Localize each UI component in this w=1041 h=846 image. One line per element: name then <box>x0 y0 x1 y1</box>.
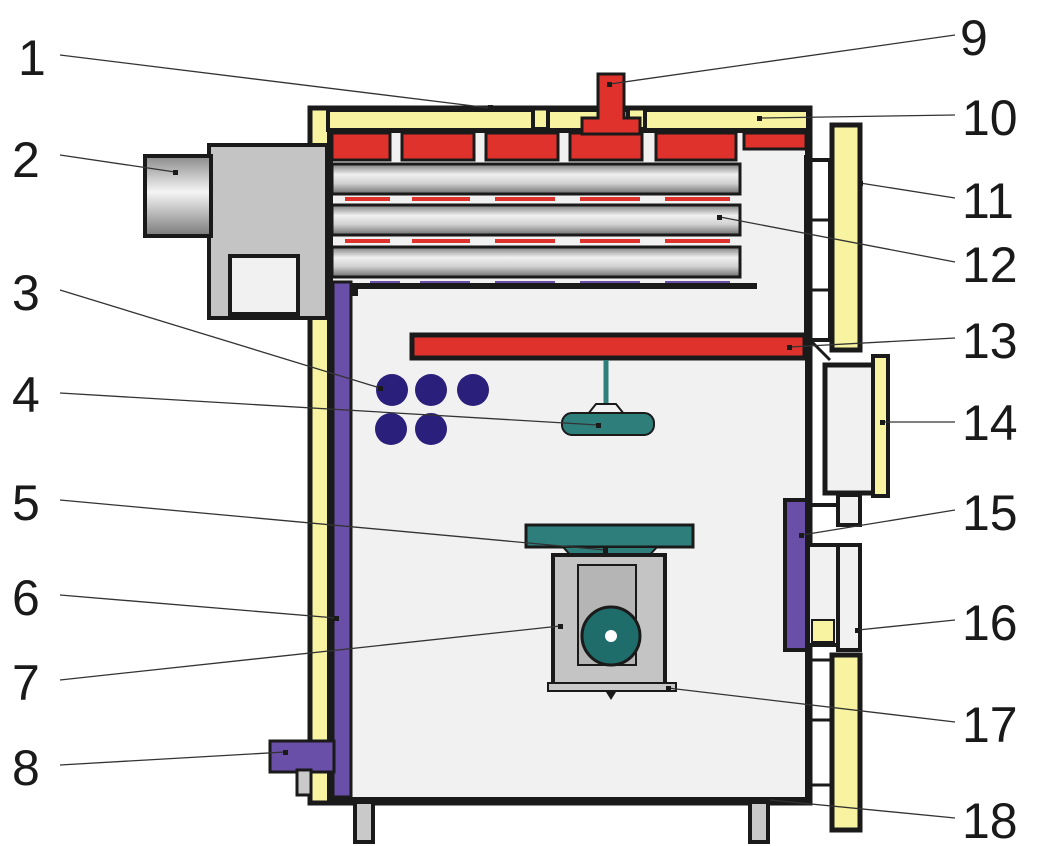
label-7: 7 <box>12 655 40 711</box>
heat-exchanger-pipes <box>330 162 742 279</box>
bottom-plate-drip <box>606 692 616 700</box>
label-13: 13 <box>962 313 1018 369</box>
door-latches <box>812 218 832 292</box>
air-nozzles <box>375 374 489 445</box>
ash-auger-hub <box>605 630 617 642</box>
label-1: 1 <box>18 30 46 86</box>
loading-door-seal <box>871 354 890 498</box>
water-jacket <box>331 280 353 799</box>
chamber-ceiling <box>352 283 757 296</box>
ash-door <box>783 498 809 652</box>
loading-door <box>822 362 878 496</box>
top-insulation-panels <box>326 108 810 132</box>
label-4: 4 <box>12 367 40 423</box>
upper-door-frame <box>829 122 863 353</box>
label-10: 10 <box>962 90 1018 146</box>
bottom-plate <box>547 682 677 692</box>
turbulator <box>561 360 655 436</box>
water-outlet-pipe <box>268 739 336 774</box>
label-5: 5 <box>12 475 40 531</box>
baffle-plate <box>409 332 808 361</box>
label-14: 14 <box>962 395 1018 451</box>
label-11: 11 <box>962 173 1014 229</box>
leader-dots <box>173 82 885 755</box>
label-3: 3 <box>12 265 40 321</box>
lower-door-frame <box>829 652 863 833</box>
pipe-spacer-bricks <box>345 197 730 243</box>
label-17: 17 <box>962 697 1018 753</box>
label-8: 8 <box>12 740 40 796</box>
top-brick-row <box>330 131 808 162</box>
label-18: 18 <box>962 793 1018 846</box>
outlet-foot <box>295 768 313 797</box>
label-12: 12 <box>962 237 1018 293</box>
label-16: 16 <box>962 595 1018 651</box>
label-15: 15 <box>962 485 1018 541</box>
boiler-legs <box>353 800 770 844</box>
door-hinge-bracket <box>808 158 832 342</box>
label-2: 2 <box>12 132 40 188</box>
flue-pipe <box>143 154 213 238</box>
label-6: 6 <box>12 570 40 626</box>
chimney-outlet <box>580 72 642 136</box>
label-9: 9 <box>960 10 988 66</box>
flue-box-inner <box>228 254 300 316</box>
leader-lines <box>59 34 956 819</box>
